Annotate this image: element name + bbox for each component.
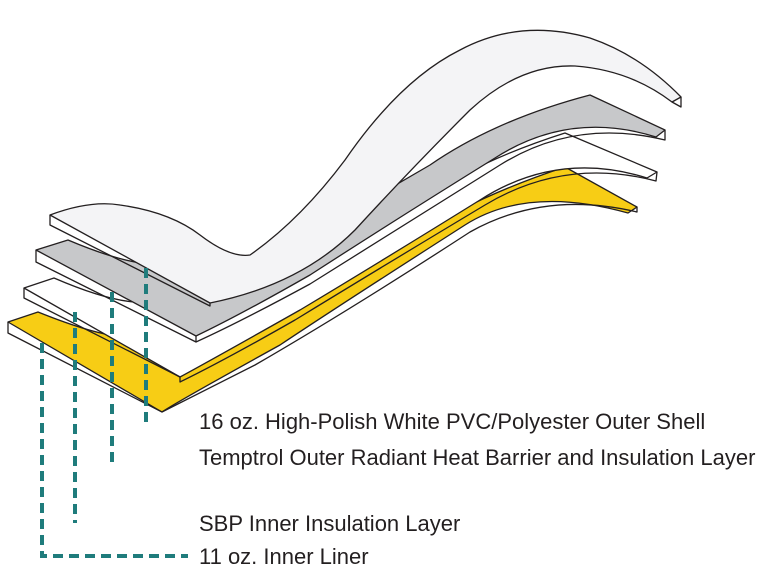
layer-outer-shell — [49, 29, 682, 307]
label-radiant-barrier: Temptrol Outer Radiant Heat Barrier and … — [199, 445, 756, 470]
label-outer-shell: 16 oz. High-Polish White PVC/Polyester O… — [199, 409, 706, 434]
leader-inner-liner — [40, 343, 188, 558]
leader-lines — [40, 268, 188, 558]
label-inner-liner: 11 oz. Inner Liner — [199, 544, 369, 569]
label-inner-insulation: SBP Inner Insulation Layer — [199, 511, 461, 536]
